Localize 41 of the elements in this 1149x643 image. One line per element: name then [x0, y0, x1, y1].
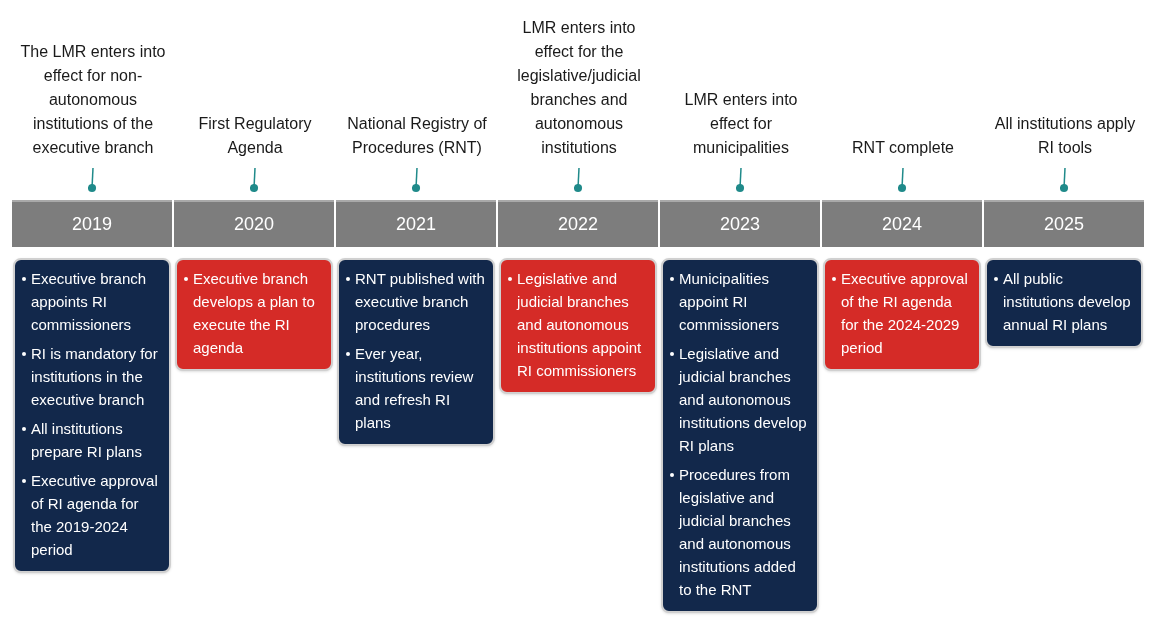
bullet-text: All institutions prepare RI plans [31, 419, 143, 462]
bullet-text: Municipalities appoint RI commissioners [679, 269, 781, 335]
event-card [823, 258, 981, 371]
bullet-text: Ever year, institutions review and refresh RI plans [355, 344, 475, 433]
year-segment: 2022 [498, 200, 658, 247]
event-card [13, 258, 171, 573]
event-card [661, 258, 819, 613]
event-card [337, 258, 495, 446]
bullet-text: Executive branch appoints RI commissioners [31, 269, 148, 335]
milestone-label: LMR enters into effect for municipalities [683, 90, 799, 158]
year-segment: 2020 [174, 200, 334, 247]
bullet-text: Executive approval of the RI agenda for the 2024-2029 period [841, 269, 969, 358]
milestone-label: All institutions apply RI tools [993, 114, 1137, 158]
milestone-label: National Registry of Procedures (RNT) [346, 114, 488, 158]
leader-line [573, 167, 583, 193]
event-card [985, 258, 1143, 348]
year-segment: 2023 [660, 200, 820, 247]
leader-line [897, 167, 907, 193]
bullet-text: Legislative and judicial branches and autonomous institutions develop RI plans [679, 344, 808, 456]
leader-line [1059, 167, 1069, 193]
bullet-text: Executive branch develops a plan to execute the RI agenda [193, 269, 316, 358]
milestone-label: RNT complete [852, 138, 954, 158]
event-card [175, 258, 333, 371]
bullet-text: RNT published with executive branch procedures [355, 269, 486, 335]
bullet-text: RI is mandatory for institutions in the executive branch [31, 344, 159, 410]
milestone-label: LMR enters into effect for the legislative/judicial branches and autonomous institutions [516, 18, 642, 158]
leader-line [411, 167, 421, 193]
year-segment: 2021 [336, 200, 496, 247]
year-segment: 2019 [12, 200, 172, 247]
milestone-label: The LMR enters into effect for non-autonomous institutions of the executive branch [19, 42, 167, 158]
year-segment: 2024 [822, 200, 982, 247]
leader-line [87, 167, 97, 193]
milestone-label: First Regulatory Agenda [197, 114, 313, 158]
leader-line [249, 167, 259, 193]
bullet-text: Procedures from legislative and judicial branches and autonomous institutions added to the RNT [679, 465, 797, 600]
year-segment: 2025 [984, 200, 1144, 247]
event-card [499, 258, 657, 394]
leader-line [735, 167, 745, 193]
bullet-text: Legislative and judicial branches and autonomous institutions appoint RI commissioners [517, 269, 643, 381]
bullet-text: All public institutions develop annual RI plans [1003, 269, 1132, 335]
bullet-text: Executive approval of RI agenda for the 2019-2024 period [31, 471, 159, 560]
